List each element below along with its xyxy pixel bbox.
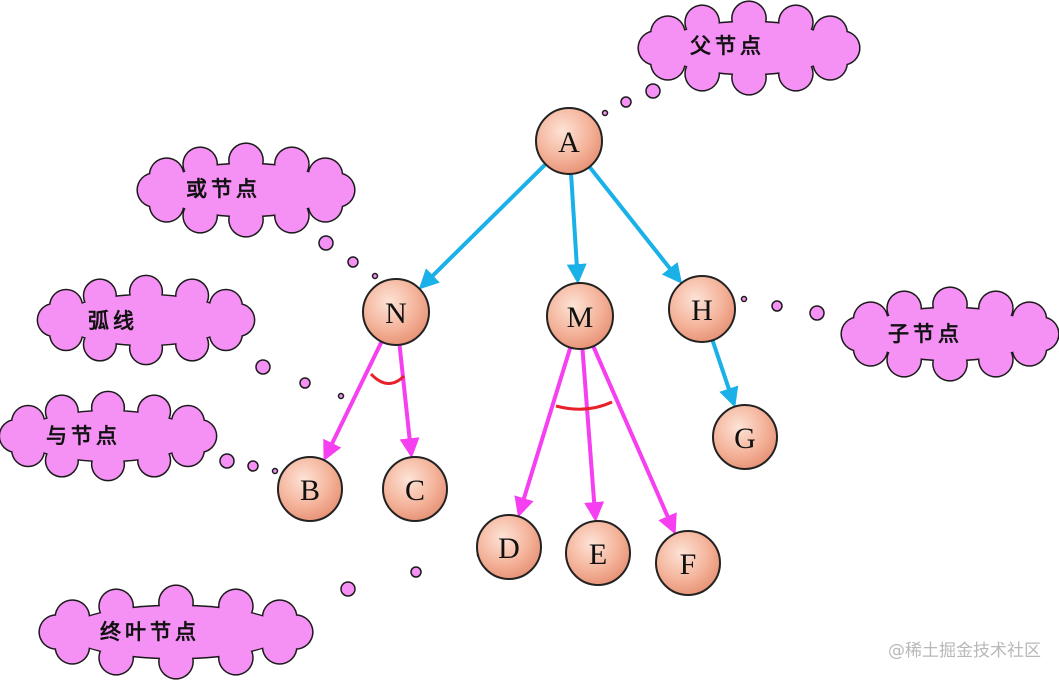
node-d: D [476,514,542,580]
thought-bubble [340,581,356,597]
edge-m-f [589,341,677,535]
thought-bubble [809,305,825,321]
node-label: B [300,474,320,507]
edge-n-b [323,337,386,462]
node-label: D [498,532,520,565]
callout-and-node-label: 与节点 [46,424,121,448]
thought-bubble [299,377,311,389]
and-arc-m [555,400,613,411]
node-label: N [385,297,407,330]
node-m: M [546,282,614,350]
callout-or-node-cloud [136,142,356,238]
node-label: H [691,294,713,327]
thought-bubble [740,295,748,303]
node-c: C [382,456,448,522]
callout-arc-label: 弧线 [88,309,138,333]
thought-bubble [371,272,379,280]
node-e: E [565,520,631,586]
node-g: G [712,404,778,470]
edge-m-d [514,343,574,518]
and-arc-n [369,372,406,385]
thought-bubble [255,359,271,375]
thought-bubble [410,566,422,578]
callout-arc-cloud [36,274,256,366]
callout-or-node-label: 或节点 [186,177,261,201]
node-n: N [362,278,430,346]
callout-and-node-cloud [0,390,218,482]
node-h: H [668,275,736,343]
node-label: E [589,538,607,571]
node-label: F [680,548,697,581]
thought-bubble [771,300,783,312]
callout-parent-label: 父节点 [690,34,765,58]
edge-a-n [418,139,571,290]
edge-n-c [397,340,420,459]
callout-leaf-label: 终叶节点 [100,620,200,644]
thought-bubble [645,83,661,99]
thought-bubble [247,460,259,472]
thought-bubble [620,96,632,108]
callout-leaf-cloud [38,584,314,680]
thought-bubble [271,467,279,475]
thought-bubble [219,453,235,469]
thought-bubble [347,256,359,268]
callout-child-cloud [840,286,1059,382]
callout-parent-cloud [637,0,861,96]
node-label: C [405,474,425,507]
node-label: M [567,301,594,334]
node-a: A [535,107,603,175]
thought-bubble [318,235,334,251]
node-label: A [558,126,580,159]
node-b: B [277,456,343,522]
callout-child-label: 子节点 [888,322,963,346]
node-f: F [655,530,721,596]
edge-m-e [580,344,605,523]
node-label: G [734,422,756,455]
thought-bubble [337,392,345,400]
thought-bubble [601,109,609,117]
watermark: @稀土掘金技术社区 [888,641,1041,661]
